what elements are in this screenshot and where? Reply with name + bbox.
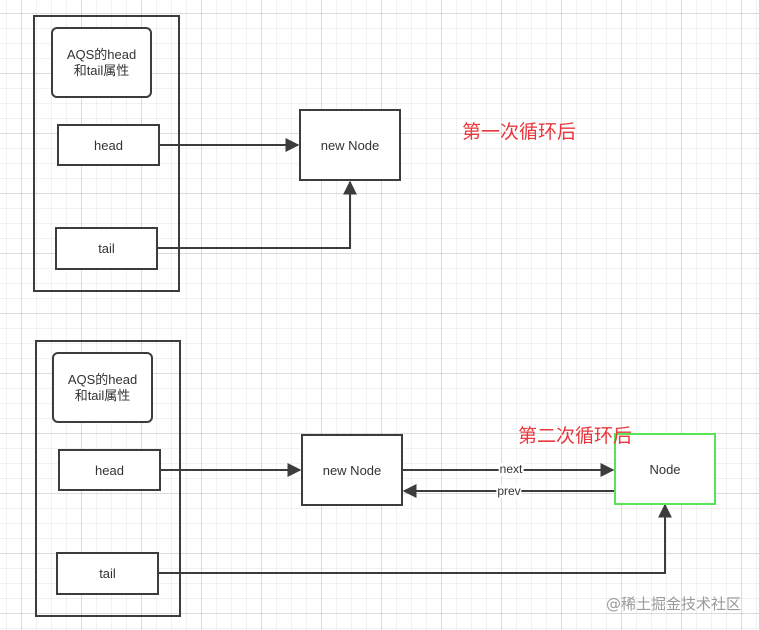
head-label: head (94, 137, 123, 153)
next-edge-label: next (498, 462, 524, 476)
tail-field-2: tail (56, 552, 159, 595)
aqs-label-box-1: AQS的head 和tail属性 (51, 27, 152, 98)
head-label: head (95, 462, 124, 478)
tail-label: tail (98, 241, 115, 256)
new-node-1: new Node (299, 109, 401, 181)
node-2: Node (614, 433, 716, 505)
aqs-label-box-2: AQS的head 和tail属性 (52, 352, 153, 423)
second-loop-title: 第二次循环后 (518, 425, 633, 447)
aqs-container-2 (35, 340, 181, 617)
tail-field-1: tail (55, 227, 158, 270)
new-node-label: new Node (320, 137, 380, 153)
new-node-label: new Node (322, 462, 382, 478)
aqs-label-line1: AQS的head (67, 371, 138, 387)
tail-label: tail (99, 566, 116, 581)
aqs-label-line2: 和tail属性 (74, 387, 131, 403)
aqs-label-line2: 和tail属性 (73, 62, 130, 78)
aqs-label-line1: AQS的head (66, 46, 137, 62)
new-node-2: new Node (301, 434, 403, 506)
watermark: @稀土掘金技术社区 (605, 595, 741, 613)
node-label: Node (649, 461, 681, 477)
aqs-container-1 (33, 15, 180, 292)
head-field-1: head (57, 124, 160, 166)
edge-tail-to-new-node-1 (157, 180, 357, 249)
edge-tail-to-node-2 (158, 503, 672, 574)
head-field-2: head (58, 449, 161, 491)
prev-edge-label: prev (496, 484, 522, 498)
first-loop-title: 第一次循环后 (462, 121, 577, 143)
